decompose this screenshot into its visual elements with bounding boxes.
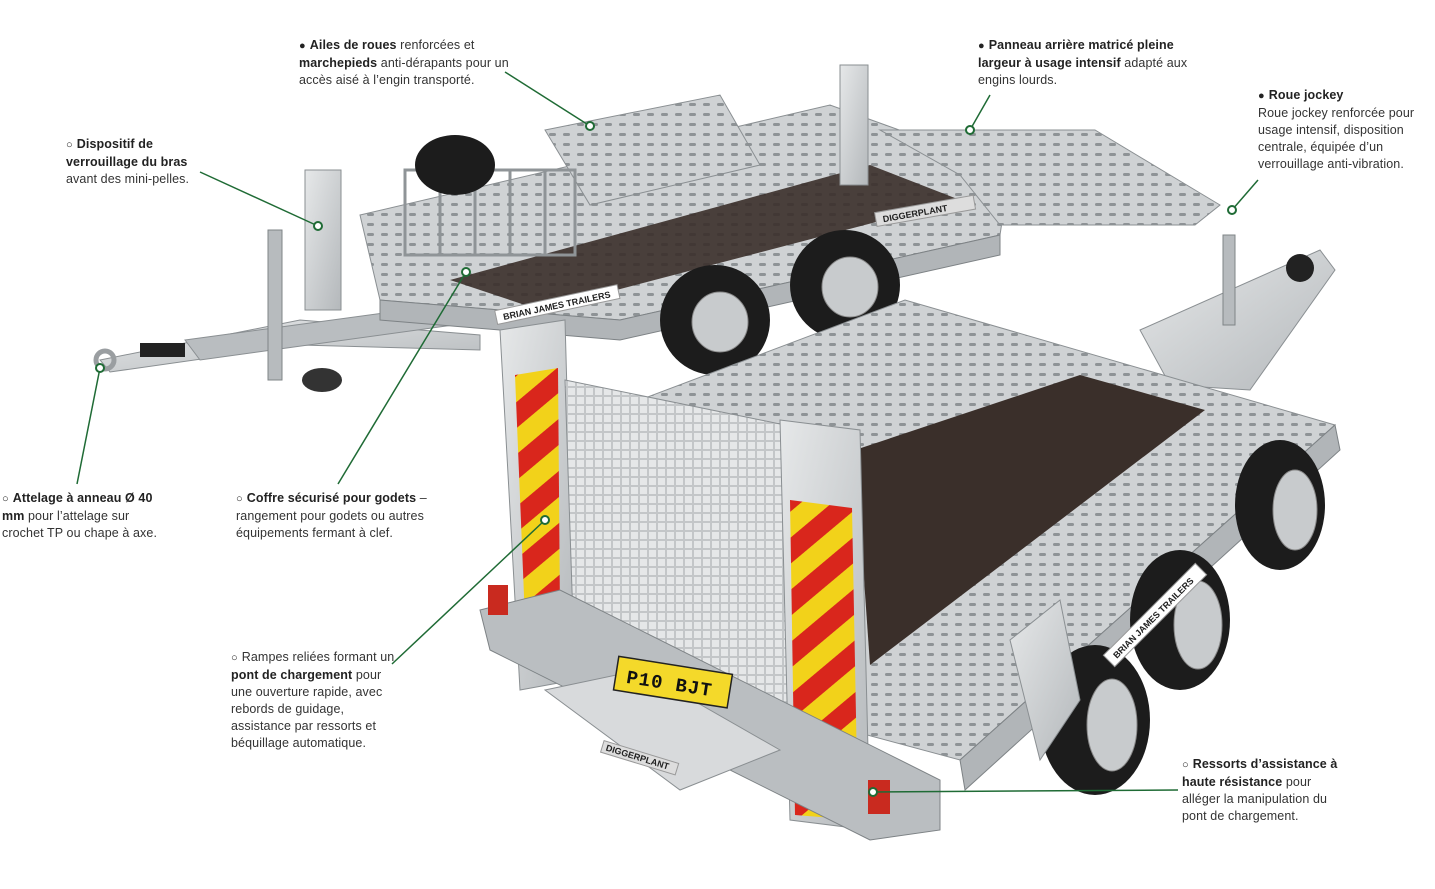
trailer-back: BRIAN JAMES TRAILERS DIGGERPLANT <box>93 64 1221 392</box>
bullet-open-icon: ○ <box>66 139 73 151</box>
callout-roue-jockey: ●Roue jockey Roue jockey renforcée pour … <box>1258 88 1415 171</box>
callout-coffre-godets: ○Coffre sécurisé pour godets – rangement… <box>236 491 427 540</box>
callout-dispositif-verrouillage: ○Dispositif de verrouillage du bras avan… <box>66 137 190 186</box>
trailer-front: P10 BJT BRIAN JAMES TRAILERS DIGGERPLANT <box>479 234 1341 841</box>
callout-dots <box>95 121 1237 797</box>
trailer-front-wheels <box>1040 440 1325 795</box>
bullet-filled-icon: ● <box>299 40 306 52</box>
callout-rampes-pont: ○Rampes reliées formant un pont de charg… <box>231 650 395 750</box>
bullet-open-icon: ○ <box>1182 759 1189 771</box>
bullet-open-icon: ○ <box>231 652 238 664</box>
callout-panneau-arriere: ●Panneau arrière matricé pleine largeur … <box>978 38 1188 87</box>
bullet-filled-icon: ● <box>978 40 985 52</box>
callout-ailes-de-roues: ●Ailes de roues renforcées et marchepied… <box>299 38 509 87</box>
license-plate: P10 BJT <box>612 655 734 709</box>
bullet-open-icon: ○ <box>236 493 243 505</box>
callout-leader-lines <box>76 71 1259 793</box>
callout-ressorts-assistance: ○Ressorts d’assistance à haute résistanc… <box>1182 757 1338 823</box>
bullet-open-icon: ○ <box>2 493 9 505</box>
callout-attelage-anneau: ○Attelage à anneau Ø 40 mm pour l’attela… <box>2 491 158 540</box>
bullet-filled-icon: ● <box>1258 90 1265 102</box>
